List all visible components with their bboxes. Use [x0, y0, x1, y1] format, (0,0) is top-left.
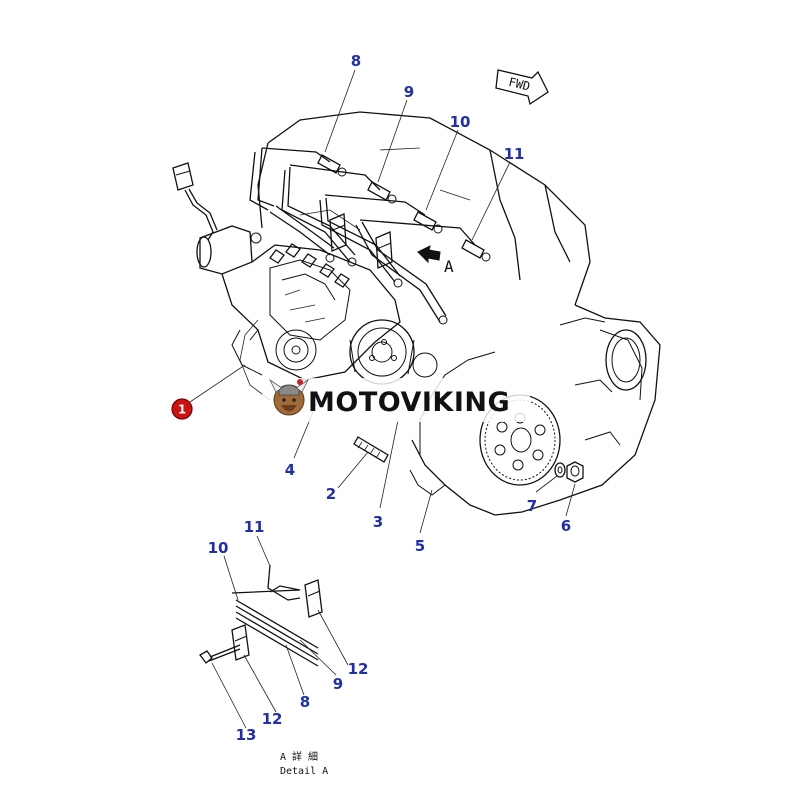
detail-label-10: 10	[208, 539, 229, 557]
fwd-arrow-icon: FWD	[495, 69, 549, 106]
view-a-marker: A	[444, 257, 454, 276]
detail-label-8: 8	[300, 693, 310, 711]
label-7: 7	[527, 497, 537, 515]
leader-lines	[189, 69, 576, 534]
view-a-arrow-icon: A	[417, 245, 454, 276]
label-11: 11	[504, 145, 525, 163]
solenoid-connector	[172, 162, 218, 241]
injection-pump	[196, 225, 401, 381]
detail-label-9: 9	[333, 675, 343, 693]
washer-nut	[554, 461, 584, 483]
engine-block	[239, 111, 661, 516]
watermark-text: MOTOVIKING	[308, 387, 510, 418]
label-2: 2	[326, 485, 336, 503]
label-4: 4	[285, 461, 295, 479]
fwd-text: FWD	[507, 75, 531, 94]
detail-label-12-right: 12	[348, 660, 369, 678]
label-9: 9	[404, 83, 414, 101]
detail-label-13: 13	[236, 726, 257, 744]
label-10: 10	[450, 113, 471, 131]
injection-lines	[249, 147, 491, 325]
detail-a	[199, 535, 349, 729]
watermark: MOTOVIKING	[262, 378, 530, 422]
label-3: 3	[373, 513, 383, 531]
gear-housing	[349, 319, 438, 385]
label-8: 8	[351, 52, 361, 70]
callout-1-text: 1	[178, 403, 186, 417]
label-5: 5	[415, 537, 425, 555]
viking-logo-icon	[268, 378, 310, 416]
detail-caption-jp: A 詳 細	[280, 750, 318, 763]
callout-1: 1	[171, 398, 193, 420]
detail-caption: Detail A	[280, 766, 328, 777]
stud-bolt	[353, 436, 389, 463]
detail-label-11: 11	[244, 518, 265, 536]
label-6: 6	[561, 517, 571, 535]
detail-label-12-left: 12	[262, 710, 283, 728]
